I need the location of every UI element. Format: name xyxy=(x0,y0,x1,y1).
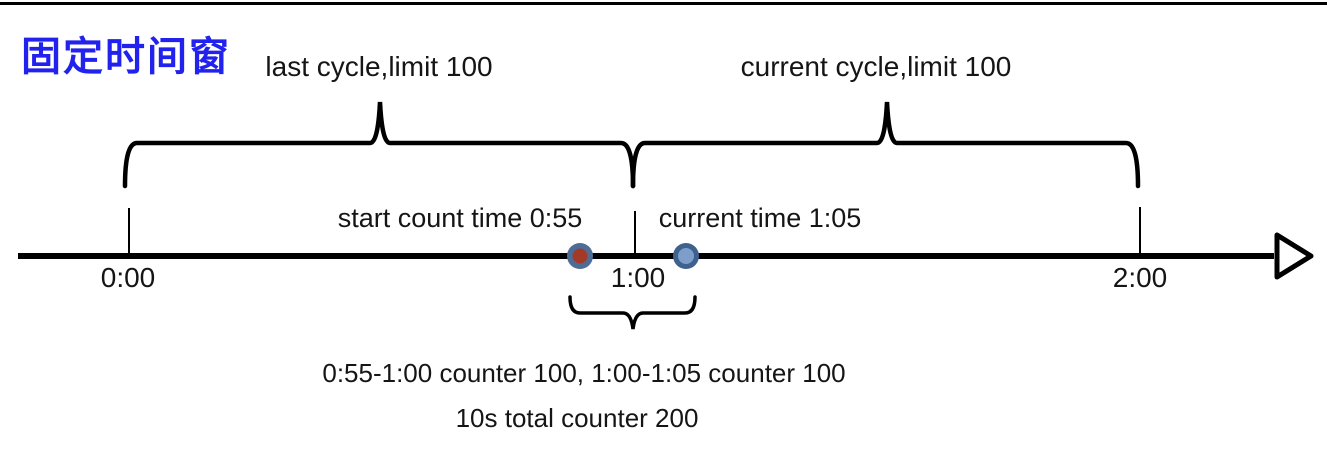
timeline-arrowhead-icon xyxy=(1274,232,1314,280)
current-cycle-brace xyxy=(630,101,1141,189)
last-cycle-label: last cycle,limit 100 xyxy=(265,51,493,82)
counter-detail-line: 0:55-1:00 counter 100, 1:00-1:05 counter… xyxy=(322,358,846,388)
top-border-line xyxy=(0,2,1327,5)
counter-total-line: 10s total counter 200 xyxy=(455,403,699,433)
page-title: 固定时间窗 xyxy=(21,35,231,79)
start-count-dot xyxy=(567,243,593,269)
start-count-time-label: start count time 0:55 xyxy=(337,203,583,233)
tick-label-2-00: 2:00 xyxy=(1112,262,1168,293)
counter-window-brace xyxy=(568,295,697,330)
last-cycle-brace xyxy=(122,101,636,189)
tick-label-0-00: 0:00 xyxy=(100,262,156,293)
current-cycle-label: current cycle,limit 100 xyxy=(740,51,1012,82)
current-time-dot xyxy=(673,243,699,269)
start-count-dot-core xyxy=(572,248,588,264)
current-time-label: current time 1:05 xyxy=(658,203,862,233)
current-time-dot-core xyxy=(678,248,694,264)
tick-label-1-00: 1:00 xyxy=(610,262,666,293)
